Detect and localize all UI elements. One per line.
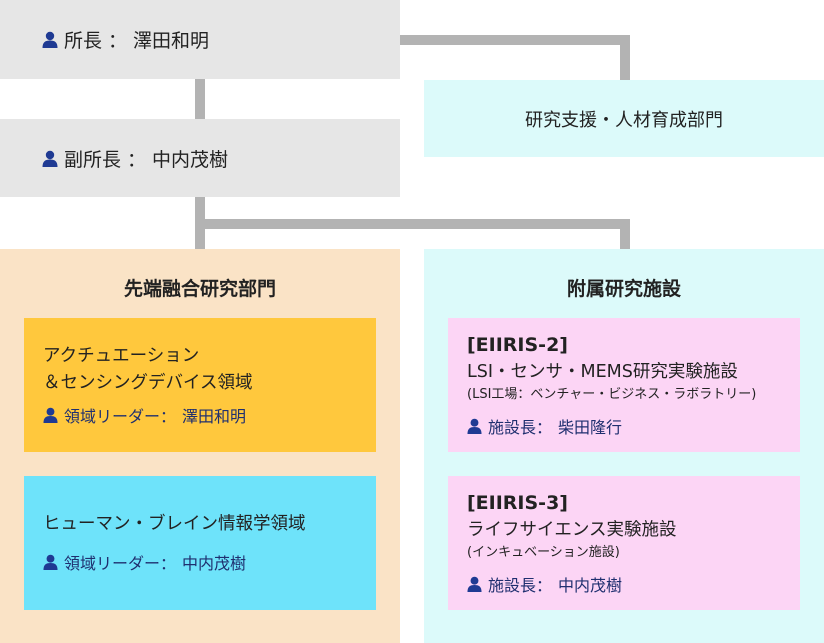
facility-name: ライフサイエンス実験施設 (467, 520, 677, 540)
area-name-line1: ヒューマン・ブレイン情報学領域 (43, 514, 306, 534)
area-card-actuation: アクチュエーション ＆センシングデバイス領域 領域リーダー： 澤田和明 (24, 318, 376, 452)
facility-name: LSI・センサ・MEMS研究実験施設 (467, 362, 738, 382)
facilities-dept-panel: 附属研究施設 [EIIRIS-2] LSI・センサ・MEMS研究実験施設 (LS… (424, 249, 824, 643)
leader-label: 領域リーダー： (64, 407, 177, 426)
facility-head-label: 施設長： (488, 418, 553, 437)
area-name-line2: ＆センシングデバイス領域 (43, 373, 253, 393)
vice-director-separator: ： (127, 148, 147, 171)
support-dept-box: 研究支援・人材育成部門 (424, 80, 824, 157)
director-box: 所長：澤田和明 (0, 0, 400, 79)
facilities-dept-title: 附属研究施設 (566, 278, 681, 300)
fusion-dept-title: 先端融合研究部門 (123, 278, 276, 300)
director-name: 澤田和明 (133, 30, 210, 52)
director-separator: ： (108, 30, 128, 52)
connector-director-to-support-h (400, 35, 630, 45)
person-icon (43, 407, 58, 423)
facility-card-eiiris2: [EIIRIS-2] LSI・センサ・MEMS研究実験施設 (LSI工場：ベンチ… (448, 318, 800, 452)
facility-note: (LSI工場：ベンチャー・ビジネス・ラボラトリー) (467, 387, 757, 402)
connector-director-to-vice (195, 79, 205, 119)
facility-head-label: 施設長： (488, 576, 553, 595)
facility-id: [EIIRIS-3] (467, 492, 568, 514)
vice-director-name: 中内茂樹 (152, 148, 229, 171)
facility-head-name: 柴田隆行 (558, 418, 623, 437)
facility-head-name: 中内茂樹 (558, 576, 623, 595)
facility-id: [EIIRIS-2] (467, 334, 568, 356)
person-icon (42, 31, 58, 48)
connector-director-to-support-v (620, 35, 630, 80)
facility-note: (インキュベーション施設) (467, 545, 620, 560)
leader-name: 澤田和明 (182, 407, 247, 426)
facility-card-eiiris3: [EIIRIS-3] ライフサイエンス実験施設 (インキュベーション施設) 施設… (448, 476, 800, 610)
person-icon (42, 150, 58, 167)
vice-director-role: 副所長 (64, 148, 122, 171)
vice-director-box: 副所長：中内茂樹 (0, 119, 400, 197)
fusion-dept-panel: 先端融合研究部門 アクチュエーション ＆センシングデバイス領域 領域リーダー： 澤… (0, 249, 400, 643)
connector-vice-to-facilities-v (620, 219, 630, 249)
area-name-line1: アクチュエーション (43, 346, 200, 366)
leader-name: 中内茂樹 (182, 554, 247, 573)
person-icon (467, 418, 482, 434)
connector-vice-to-facilities-h (195, 219, 630, 229)
leader-label: 領域リーダー： (64, 554, 177, 573)
person-icon (43, 554, 58, 570)
director-role: 所長 (64, 30, 103, 52)
support-dept-label: 研究支援・人材育成部門 (525, 109, 723, 131)
person-icon (467, 576, 482, 592)
area-card-brain-informatics: ヒューマン・ブレイン情報学領域 領域リーダー： 中内茂樹 (24, 476, 376, 610)
